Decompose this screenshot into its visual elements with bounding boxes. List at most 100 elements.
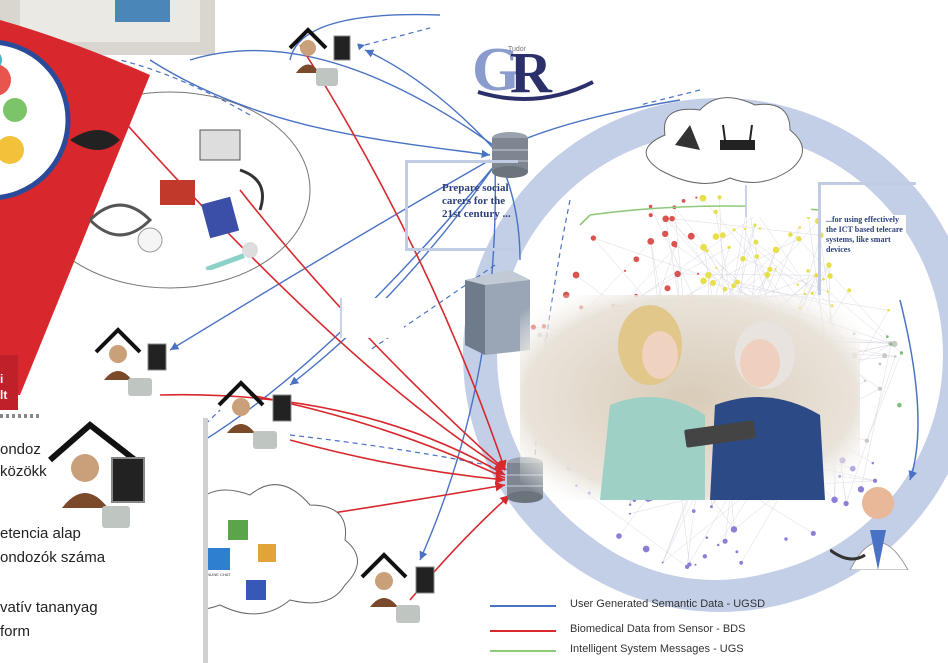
app-icon-green (228, 520, 248, 540)
network-node (687, 232, 695, 240)
network-node (772, 246, 780, 254)
server-tower (460, 265, 535, 355)
network-node (889, 342, 893, 346)
network-node (623, 269, 627, 272)
network-node (826, 290, 829, 293)
network-node (662, 230, 669, 238)
left-line3a: vatív tananyag (0, 599, 98, 616)
network-node (694, 563, 697, 566)
network-node (732, 228, 736, 232)
legend-label-ism: Intelligent System Messages - UGS (570, 643, 744, 655)
network-node (847, 288, 852, 293)
network-node (590, 235, 597, 241)
network-node (864, 438, 870, 443)
network-node (648, 204, 653, 209)
network-node (730, 526, 738, 533)
network-node (827, 273, 833, 279)
red-text-a: i (0, 372, 4, 386)
left-line2a: etencia alap (0, 525, 81, 542)
network-node (863, 379, 867, 383)
network-node (843, 500, 849, 507)
network-node (872, 478, 878, 483)
network-edge (866, 352, 902, 441)
network-node (727, 245, 731, 249)
network-node (717, 195, 722, 200)
left-line2b: ondozók száma (0, 549, 106, 566)
network-node (647, 237, 655, 245)
network-node (699, 194, 707, 202)
callout-prepare-text: Prepare social carers for the 21st centu… (442, 182, 511, 220)
red-text-b: lt (0, 388, 8, 402)
network-edge (686, 511, 694, 567)
network-node (877, 386, 883, 391)
dotted-divider (0, 414, 40, 418)
network-node (705, 536, 709, 539)
network-node (740, 256, 746, 262)
ring-arrow (899, 299, 919, 481)
app-icon-calc (246, 580, 266, 600)
ict-callout-bracket (818, 182, 916, 295)
home-user-4-overlay (40, 420, 170, 530)
left-line3b: form (0, 623, 30, 640)
network-edge (677, 273, 817, 276)
network-node (709, 279, 717, 286)
callout-bracket (405, 160, 518, 251)
network-node (758, 227, 762, 230)
network-node (674, 245, 677, 248)
network-node (700, 243, 708, 251)
home-user-2 (92, 320, 182, 400)
sensor-devices (60, 110, 290, 272)
network-node (897, 402, 902, 408)
network-node (572, 271, 580, 279)
network-node (784, 537, 788, 541)
network-node (814, 273, 819, 278)
network-node (764, 271, 771, 278)
chat-label: ONLINE CHAT (204, 572, 231, 577)
app-icon-chat (208, 548, 230, 570)
network-edge (733, 229, 798, 285)
network-node (616, 533, 622, 539)
network-node (715, 266, 718, 269)
carer-photo (520, 295, 860, 500)
network-node (691, 509, 696, 513)
network-node (735, 550, 739, 554)
network-node (633, 256, 640, 263)
network-node (709, 505, 713, 509)
app-icon-puzzle (258, 544, 276, 562)
database-server-top (490, 130, 530, 180)
network-edge (665, 218, 726, 290)
project-logo-arc (0, 20, 150, 410)
network-devices (665, 115, 765, 165)
network-node (669, 215, 675, 222)
cloud-app-icons: ONLINE CHAT (168, 520, 318, 600)
network-node (674, 270, 681, 278)
network-node (796, 283, 800, 286)
network-node (684, 564, 690, 570)
network-node (753, 239, 759, 245)
panel-edge (203, 418, 208, 663)
network-node (664, 285, 671, 292)
network-node (804, 292, 807, 296)
network-node (722, 538, 728, 544)
network-node (810, 530, 816, 537)
network-node (810, 291, 814, 295)
network-node (887, 308, 890, 312)
network-node (628, 512, 631, 515)
network-edge (798, 238, 888, 337)
network-node (662, 215, 670, 223)
home-user-3 (215, 375, 305, 455)
network-node (891, 340, 898, 348)
network-node (798, 226, 802, 229)
left-text-panel (0, 418, 205, 663)
doctor-figure (829, 475, 910, 571)
network-node (648, 213, 653, 218)
network-node (882, 353, 888, 359)
network-node (871, 461, 874, 465)
network-node (700, 277, 707, 285)
network-node (826, 262, 832, 268)
legend-line-bds (490, 630, 556, 632)
network-node (753, 223, 757, 227)
network-node (713, 209, 718, 215)
network-node (878, 362, 882, 366)
